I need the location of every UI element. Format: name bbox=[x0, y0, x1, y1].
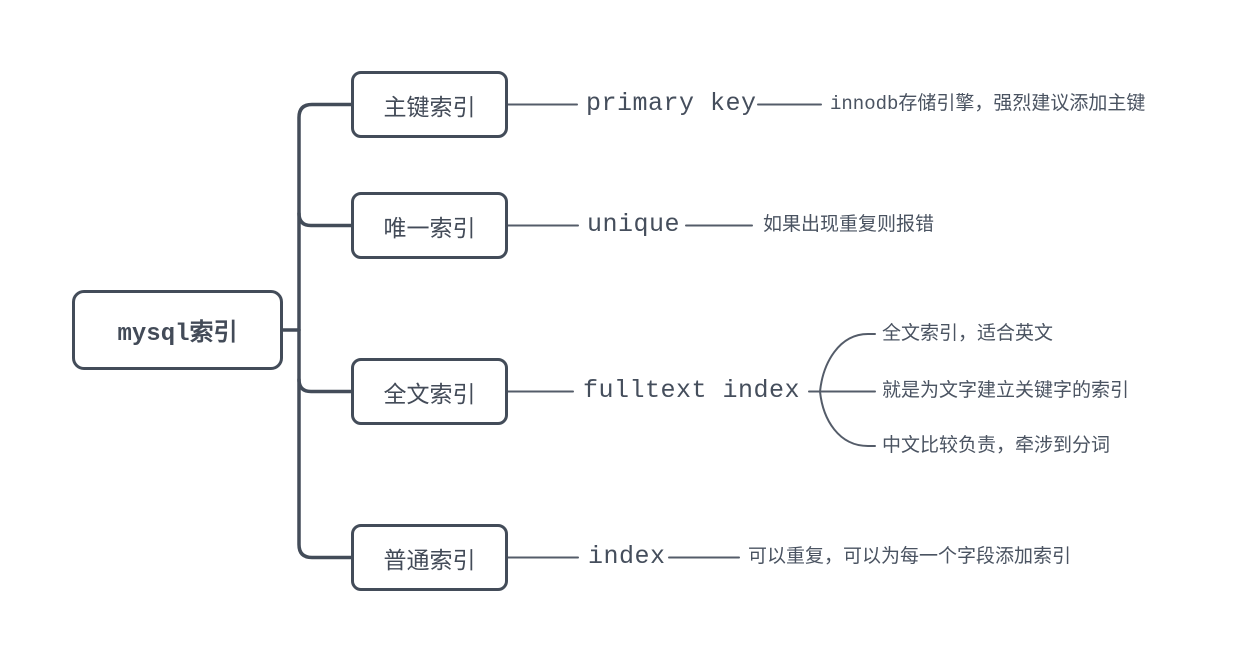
node-unique-index[interactable]: 唯一索引 bbox=[351, 192, 508, 259]
node-label: 普通索引 bbox=[383, 546, 476, 573]
keyword-primary-key[interactable]: primary key bbox=[586, 89, 757, 118]
note-fulltext-keywords[interactable]: 就是为文字建立关键字的索引 bbox=[882, 380, 1130, 402]
branch-line-unique bbox=[297, 211, 353, 228]
keyword-fulltext-index[interactable]: fulltext index bbox=[583, 376, 801, 405]
node-normal-index[interactable]: 普通索引 bbox=[351, 524, 508, 591]
keyword-index[interactable]: index bbox=[588, 542, 666, 571]
root-node[interactable]: mysql索引 bbox=[72, 290, 283, 370]
root-node-label: mysql索引 bbox=[117, 321, 238, 348]
branch-line-fulltext bbox=[297, 377, 353, 394]
spine-line bbox=[297, 102, 353, 560]
note-fulltext-chinese[interactable]: 中文比较负责，牵涉到分词 bbox=[882, 435, 1111, 457]
node-label: 唯一索引 bbox=[383, 214, 476, 241]
keyword-unique[interactable]: unique bbox=[587, 210, 681, 239]
note-fulltext-english[interactable]: 全文索引，适合英文 bbox=[882, 323, 1054, 345]
fan-line-top bbox=[819, 333, 876, 393]
note-innodb[interactable]: innodb存储引擎，强烈建议添加主键 bbox=[830, 93, 1146, 115]
node-label: 全文索引 bbox=[383, 380, 476, 407]
node-primary-key-index[interactable]: 主键索引 bbox=[351, 71, 508, 138]
note-duplicate-error[interactable]: 如果出现重复则报错 bbox=[763, 214, 935, 236]
fan-line-bottom bbox=[819, 390, 876, 447]
node-label: 主键索引 bbox=[383, 93, 476, 120]
node-fulltext-index[interactable]: 全文索引 bbox=[351, 358, 508, 425]
note-index-repeat[interactable]: 可以重复，可以为每一个字段添加索引 bbox=[748, 546, 1072, 568]
